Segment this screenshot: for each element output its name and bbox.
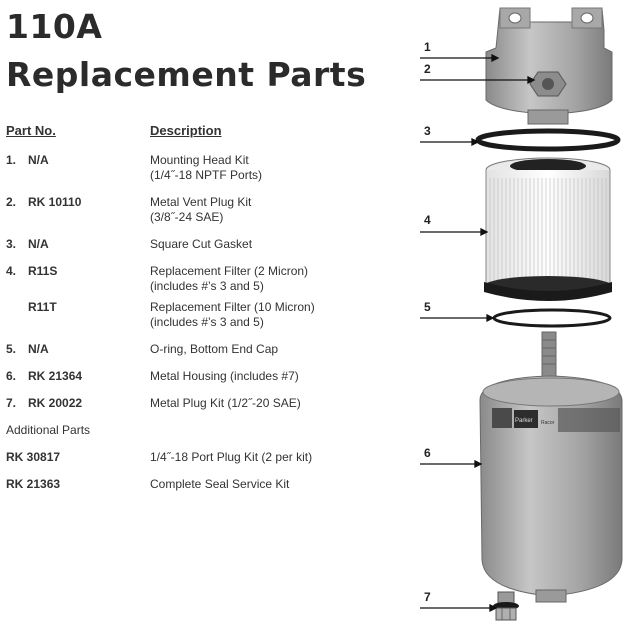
page-title-model: 110A (6, 7, 103, 46)
callout-6: 6 (424, 446, 431, 460)
part-number-header: Part No. (6, 123, 56, 138)
part-description: Complete Seal Service Kit (150, 477, 290, 491)
item-number: 5. (6, 342, 17, 356)
item-number: 4. (6, 264, 17, 278)
brand-label (514, 410, 538, 428)
part-description: Metal Vent Plug Kit(3/8˝-24 SAE) (150, 195, 252, 224)
part-number: N/A (28, 153, 49, 167)
part-number: N/A (28, 237, 49, 251)
mounting-head-icon (485, 7, 613, 125)
item-number: 6. (6, 369, 17, 383)
part-number: RK 21364 (28, 369, 83, 383)
metal-plug-icon (493, 591, 519, 621)
callout-1: 1 (424, 40, 431, 54)
item-number: 3. (6, 237, 17, 251)
part-number: RK 10110 (28, 195, 82, 209)
part-description: Replacement Filter (10 Micron)(includes … (150, 300, 315, 329)
part-number: RK 20022 (28, 396, 83, 410)
callout-5: 5 (424, 300, 431, 314)
brand-sub-name: Racor (541, 420, 555, 426)
part-description: Metal Plug Kit (1/2˝-20 SAE) (150, 396, 301, 410)
part-description: Replacement Filter (2 Micron)(includes #… (150, 264, 309, 293)
part-description: 1/4˝-18 Port Plug Kit (2 per kit) (150, 450, 313, 464)
item-number: 7. (6, 396, 17, 410)
description-header: Description (150, 123, 222, 138)
part-description: Square Cut Gasket (150, 237, 253, 251)
part-number: N/A (28, 342, 49, 356)
o-ring-icon (492, 308, 612, 328)
vent-plug-icon (529, 71, 567, 97)
square-cut-gasket-icon (475, 128, 621, 152)
brand-name: Parker (515, 418, 533, 424)
replacement-filter-icon (484, 157, 612, 301)
callout-2: 2 (424, 62, 431, 76)
part-description: Mounting Head Kit(1/4˝-18 NPTF Ports) (150, 153, 263, 182)
callout-3: 3 (424, 124, 431, 138)
item-number: 1. (6, 153, 17, 167)
callout-7: 7 (424, 590, 431, 604)
callout-arrows (420, 53, 536, 613)
metal-housing-icon: Parker Racor (479, 331, 623, 603)
item-number: 2. (6, 195, 17, 209)
callout-4: 4 (424, 213, 431, 227)
additional-parts-heading: Additional Parts (6, 423, 91, 437)
part-number: RK 30817 (6, 450, 61, 464)
part-number: R11T (28, 300, 57, 314)
part-number: RK 21363 (6, 477, 61, 491)
part-description: Metal Housing (includes #7) (150, 369, 299, 383)
part-description: O-ring, Bottom End Cap (150, 342, 279, 356)
part-number: R11S (28, 264, 58, 278)
page-title: Replacement Parts (6, 55, 367, 94)
